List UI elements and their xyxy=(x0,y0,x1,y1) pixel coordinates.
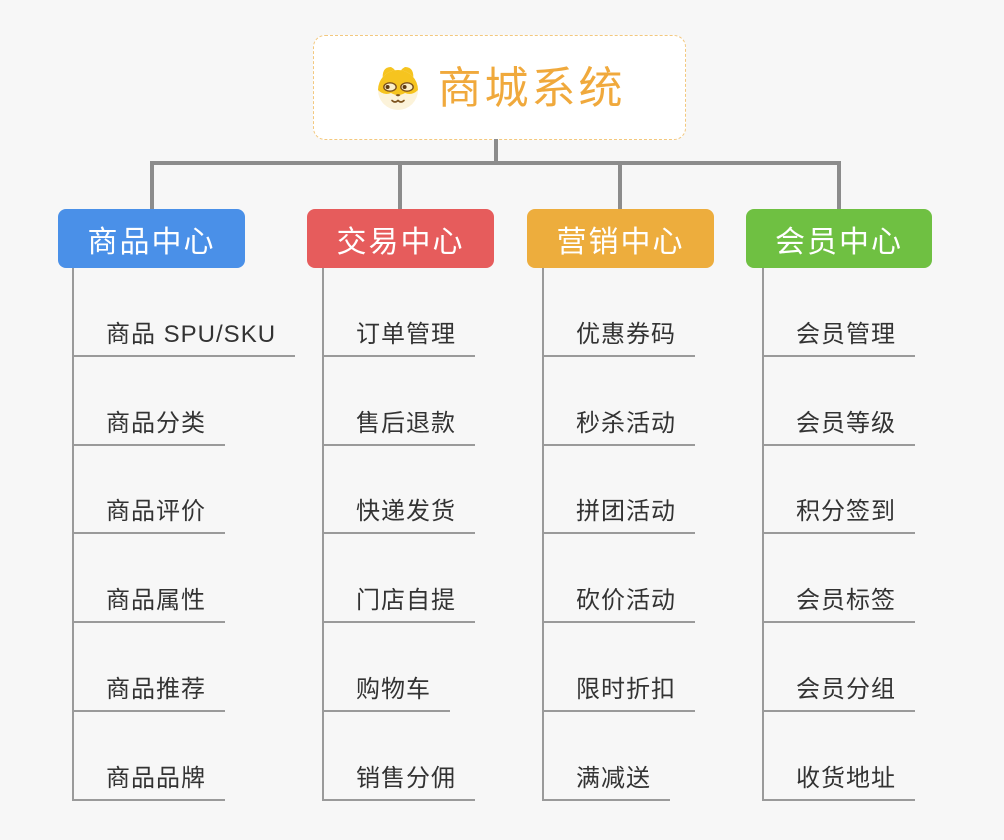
child-row: 快递发货 xyxy=(322,446,557,535)
branch-node-member-center[interactable]: 会员中心 xyxy=(746,209,932,268)
child-topic[interactable]: 积分签到 xyxy=(762,491,915,535)
connector-root-stem xyxy=(494,139,498,164)
child-row: 积分签到 xyxy=(762,446,997,535)
child-topic[interactable]: 商品评价 xyxy=(72,491,225,535)
child-row: 限时折扣 xyxy=(542,623,777,712)
child-row: 商品分类 xyxy=(72,357,307,446)
child-row: 门店自提 xyxy=(322,534,557,624)
child-row: 会员等级 xyxy=(762,357,997,446)
branch-node-trade-center[interactable]: 交易中心 xyxy=(307,209,494,268)
child-row: 砍价活动 xyxy=(542,534,777,624)
child-topic[interactable]: 砍价活动 xyxy=(542,580,695,624)
child-topic[interactable]: 门店自提 xyxy=(322,580,475,624)
connector-drop-marketing xyxy=(618,161,622,209)
child-row: 会员分组 xyxy=(762,623,997,712)
child-topic[interactable]: 会员管理 xyxy=(762,314,915,357)
child-topic[interactable]: 快递发货 xyxy=(322,491,475,535)
branch-children-trade-center: 订单管理 售后退款 快递发货 门店自提 购物车 销售分佣 xyxy=(322,268,557,801)
child-topic[interactable]: 商品推荐 xyxy=(72,669,225,712)
child-topic[interactable]: 满减送 xyxy=(542,758,670,801)
child-row: 销售分佣 xyxy=(322,712,557,801)
root-label: 商城系统 xyxy=(437,63,626,113)
child-topic[interactable]: 商品分类 xyxy=(72,403,225,446)
child-row: 商品 SPU/SKU xyxy=(72,268,307,357)
child-row: 商品属性 xyxy=(72,534,307,624)
connector-horizontal-bar xyxy=(150,161,841,165)
connector-drop-member xyxy=(837,161,841,209)
child-row: 购物车 xyxy=(322,623,557,712)
connector-drop-trade xyxy=(398,161,402,209)
branch-node-product-center[interactable]: 商品中心 xyxy=(58,209,245,268)
root-node[interactable]: 商城系统 xyxy=(313,35,686,140)
connector-spine xyxy=(322,268,324,801)
branch-children-marketing-center: 优惠券码 秒杀活动 拼团活动 砍价活动 限时折扣 满减送 xyxy=(542,268,777,801)
child-topic[interactable]: 收货地址 xyxy=(762,758,915,801)
child-row: 拼团活动 xyxy=(542,446,777,535)
child-row: 优惠券码 xyxy=(542,268,777,357)
child-topic[interactable]: 商品 SPU/SKU xyxy=(72,314,296,357)
connector-spine xyxy=(762,268,764,801)
child-topic[interactable]: 会员标签 xyxy=(762,580,915,624)
child-row: 商品推荐 xyxy=(72,623,307,712)
branch-children-member-center: 会员管理 会员等级 积分签到 会员标签 会员分组 收货地址 xyxy=(762,268,997,801)
child-topic[interactable]: 秒杀活动 xyxy=(542,403,695,446)
connector-drop-product xyxy=(150,161,154,209)
child-topic[interactable]: 会员分组 xyxy=(762,669,915,712)
child-row: 订单管理 xyxy=(322,268,557,357)
child-topic[interactable]: 限时折扣 xyxy=(542,669,695,712)
child-row: 秒杀活动 xyxy=(542,357,777,446)
child-topic[interactable]: 商品品牌 xyxy=(72,758,225,801)
child-topic[interactable]: 销售分佣 xyxy=(322,758,475,801)
child-topic[interactable]: 优惠券码 xyxy=(542,314,695,357)
child-topic[interactable]: 订单管理 xyxy=(322,314,475,357)
connector-spine xyxy=(542,268,544,801)
child-row: 会员标签 xyxy=(762,534,997,624)
child-topic[interactable]: 购物车 xyxy=(322,669,450,712)
child-row: 收货地址 xyxy=(762,712,997,801)
child-topic[interactable]: 拼团活动 xyxy=(542,491,695,535)
child-row: 会员管理 xyxy=(762,268,997,357)
child-row: 满减送 xyxy=(542,712,777,801)
branch-children-product-center: 商品 SPU/SKU 商品分类 商品评价 商品属性 商品推荐 商品品牌 xyxy=(72,268,307,801)
dog-face-icon xyxy=(377,66,418,110)
connector-spine xyxy=(72,268,74,801)
branch-node-marketing-center[interactable]: 营销中心 xyxy=(527,209,714,268)
child-row: 商品评价 xyxy=(72,446,307,535)
child-row: 售后退款 xyxy=(322,357,557,446)
child-topic[interactable]: 售后退款 xyxy=(322,403,475,446)
child-topic[interactable]: 会员等级 xyxy=(762,403,915,446)
child-topic[interactable]: 商品属性 xyxy=(72,580,225,624)
child-row: 商品品牌 xyxy=(72,712,307,801)
